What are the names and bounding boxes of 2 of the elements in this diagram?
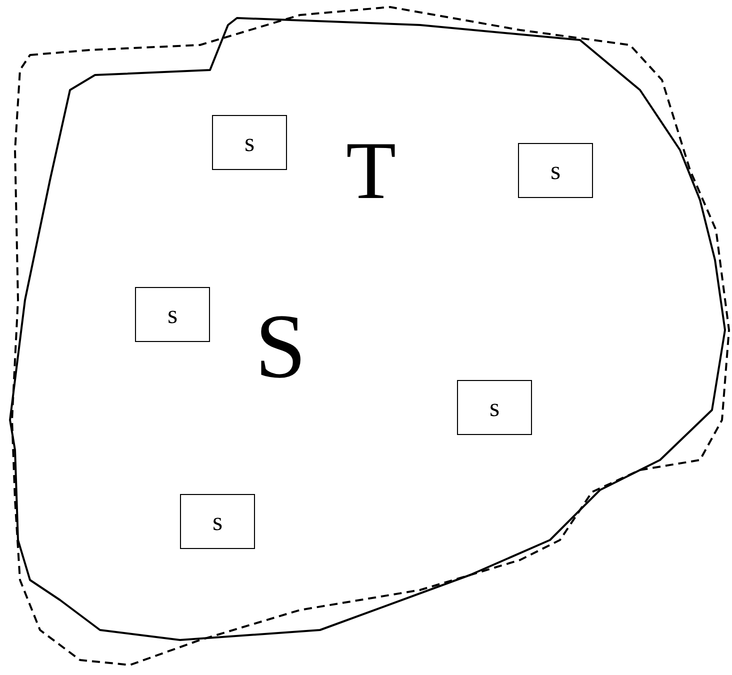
region-label: S [255,300,306,392]
region-label: T [346,130,396,212]
